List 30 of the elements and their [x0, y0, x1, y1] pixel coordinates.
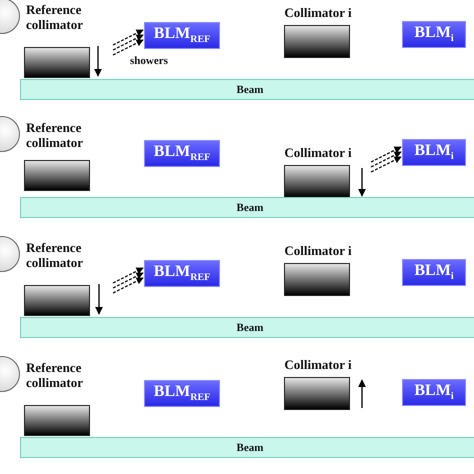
beam-pipe: Beam	[20, 317, 474, 338]
beam-pipe: Beam	[20, 197, 474, 218]
collimator-label: Reference collimator	[26, 360, 84, 390]
shower-arrow	[370, 156, 402, 173]
shower-arrow	[112, 29, 144, 46]
shower-arrow	[112, 39, 144, 56]
collimator-label: Collimator i	[283, 145, 353, 160]
beam-loss-monitor: BLM$_{REF}$	[144, 380, 220, 407]
beam-loss-monitor: BLM$_{REF}$	[144, 260, 220, 287]
beam-pipe: Beam	[20, 79, 474, 100]
beam-pipe: Beam	[20, 437, 474, 458]
collimator-label: Reference collimator	[26, 240, 84, 270]
shower-arrow	[370, 151, 402, 168]
beam-loss-monitor: BLM$_{i}$	[402, 139, 466, 166]
annotation-text: showers	[130, 54, 168, 69]
beam-loss-monitor: BLM$_{REF}$	[144, 140, 220, 167]
collimator-label: Reference collimator	[26, 2, 84, 32]
collimator-label: Collimator i	[283, 5, 353, 20]
collimator-label: Reference collimator	[26, 120, 84, 150]
beam-loss-monitor: BLM$_{REF}$	[144, 22, 220, 49]
shower-arrow	[112, 272, 144, 289]
collimator-label: Collimator i	[283, 243, 353, 258]
beam-loss-monitor: BLM$_{i}$	[402, 259, 466, 286]
shower-arrow	[112, 34, 144, 51]
beam-loss-monitor: BLM$_{i}$	[402, 21, 466, 48]
shower-arrow	[370, 146, 402, 163]
shower-arrow	[112, 267, 144, 284]
beam-loss-monitor: BLM$_{i}$	[402, 379, 466, 406]
collimator-label: Collimator i	[283, 357, 353, 372]
shower-arrow	[112, 277, 144, 294]
